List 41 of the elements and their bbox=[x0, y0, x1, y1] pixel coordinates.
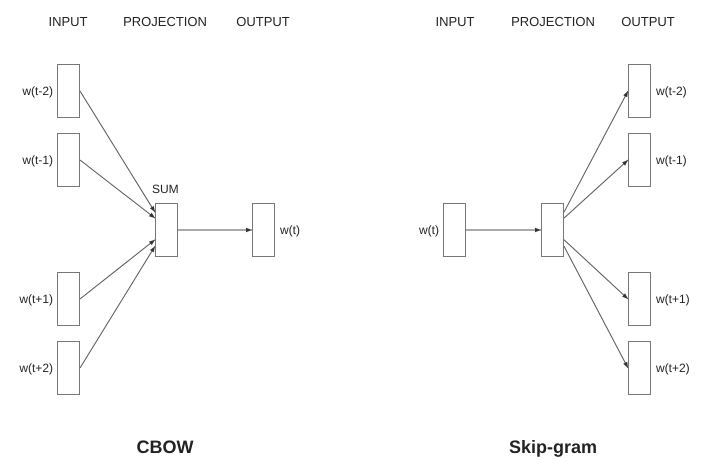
layer-heading: INPUT bbox=[436, 14, 474, 30]
vector-box bbox=[628, 341, 651, 395]
word-label: w(t-2) bbox=[22, 84, 53, 98]
model-title: Skip-gram bbox=[508, 436, 598, 458]
word-label: w(t+1) bbox=[656, 292, 690, 306]
arrow bbox=[80, 160, 156, 219]
arrow bbox=[564, 160, 628, 219]
vector-box bbox=[57, 133, 80, 187]
model-title: CBOW bbox=[136, 436, 194, 458]
layer-heading: INPUT bbox=[48, 14, 88, 30]
arrow bbox=[466, 228, 542, 232]
arrow bbox=[178, 228, 252, 232]
word-label: w(t) bbox=[280, 223, 300, 237]
arrow bbox=[564, 239, 628, 300]
vector-box bbox=[155, 203, 178, 257]
layer-heading: OUTPUT bbox=[621, 14, 675, 30]
arrow bbox=[80, 239, 156, 300]
arrow bbox=[80, 246, 156, 368]
layer-heading: PROJECTION bbox=[123, 14, 207, 30]
operation-label: SUM bbox=[152, 182, 179, 196]
vector-box bbox=[57, 64, 80, 118]
vector-box bbox=[57, 341, 80, 395]
vector-box bbox=[443, 203, 466, 257]
layer-heading: OUTPUT bbox=[236, 14, 290, 30]
vector-box bbox=[57, 272, 80, 326]
word-label: w(t+1) bbox=[19, 292, 53, 306]
arrow bbox=[564, 90, 628, 213]
vector-box bbox=[628, 133, 651, 187]
word-label: w(t-2) bbox=[656, 84, 687, 98]
word-label: w(t+2) bbox=[19, 361, 53, 375]
word-label: w(t+2) bbox=[656, 361, 690, 375]
vector-box bbox=[252, 203, 275, 257]
layer-heading: PROJECTION bbox=[511, 14, 595, 30]
word-label: w(t) bbox=[419, 223, 439, 237]
vector-box bbox=[628, 272, 651, 326]
word-label: w(t-1) bbox=[656, 153, 687, 167]
vector-box bbox=[541, 203, 564, 257]
word-label: w(t-1) bbox=[22, 153, 53, 167]
arrow bbox=[80, 90, 156, 213]
arrow bbox=[564, 246, 628, 368]
vector-box bbox=[628, 64, 651, 118]
